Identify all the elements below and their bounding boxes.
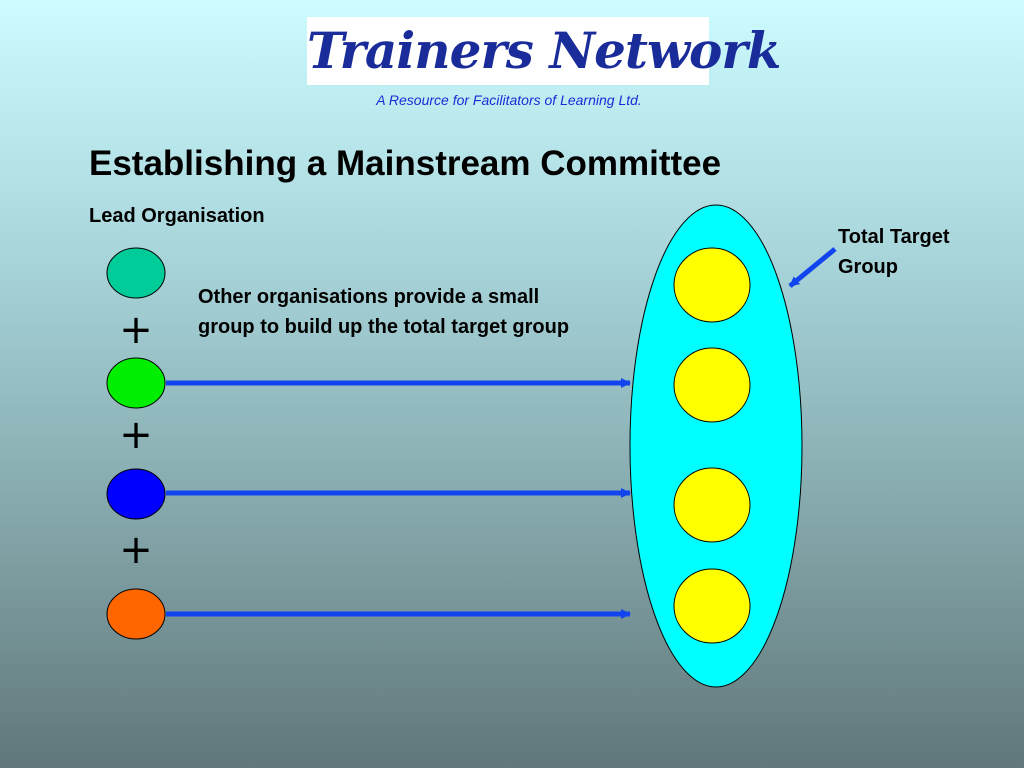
lead-organisation-circle xyxy=(106,247,166,299)
tagline: A Resource for Facilitators of Learning … xyxy=(376,92,642,108)
logo: Trainers Network xyxy=(307,17,781,85)
target-group-circle xyxy=(673,247,751,323)
total-target-group-container xyxy=(629,204,803,688)
target-pointer-arrow xyxy=(788,247,837,288)
plus-sign: + xyxy=(119,412,153,458)
description-text: Other organisations provide a small grou… xyxy=(198,286,570,338)
organisation-circle xyxy=(106,468,166,520)
page-title: Establishing a Mainstream Committee xyxy=(89,144,722,183)
lead-organisation-label: Lead Organisation xyxy=(89,205,265,227)
organisation-circle xyxy=(106,357,166,409)
total-target-group-label: Total Target Group xyxy=(838,226,950,278)
target-group-circle xyxy=(673,467,751,543)
plus-sign: + xyxy=(119,307,153,353)
organisation-circle xyxy=(106,588,166,640)
target-group-circle xyxy=(673,568,751,644)
target-group-circle xyxy=(673,347,751,423)
plus-sign: + xyxy=(119,527,153,573)
logo-text: Trainers Network xyxy=(307,21,781,80)
